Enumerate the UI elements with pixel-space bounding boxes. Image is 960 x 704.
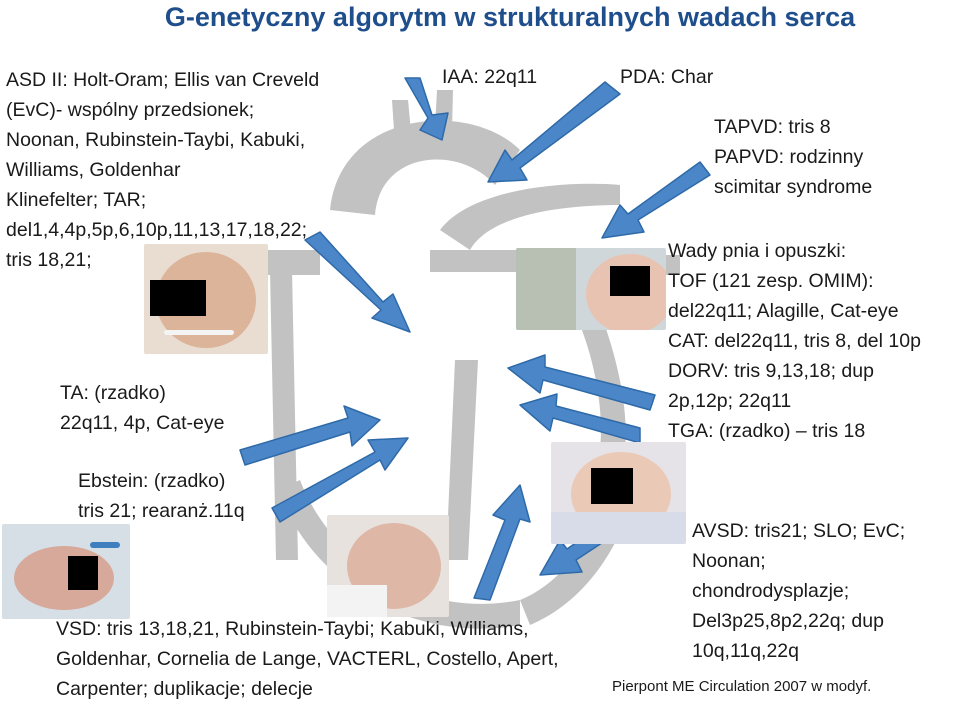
- label-pda: PDA: Char: [620, 66, 714, 88]
- arrow-ebstein: [271, 437, 409, 523]
- infant-photo-5: [327, 515, 449, 617]
- infant-photo-4: [2, 524, 130, 619]
- face-censor-box: [68, 556, 98, 590]
- arrow-iaa: [404, 77, 449, 141]
- arrow-tapvd: [601, 161, 711, 239]
- infant-photo-2: [516, 248, 666, 330]
- page-title: G-enetyczny algorytm w strukturalnych wa…: [164, 2, 856, 32]
- infant-photo-1: [144, 244, 268, 354]
- label-iaa: IAA: 22q11: [442, 66, 538, 88]
- label-ebstein: Ebstein: (rzadko) tris 21; rearanż.11q: [78, 470, 245, 522]
- label-conotruncal: Wady pnia i opuszki: TOF (121 zesp. OMIM…: [668, 240, 921, 442]
- label-avsd: AVSD: tris21; SLO; EvC; Noonan; chondrod…: [692, 520, 906, 662]
- label-asd: ASD II: Holt-Oram; Ellis van Creveld (Ev…: [6, 69, 320, 271]
- arrow-vsd: [473, 484, 531, 601]
- arrow-asd: [304, 231, 411, 333]
- citation: Pierpont ME Circulation 2007 w modyf.: [612, 678, 872, 695]
- label-tapvd: TAPVD: tris 8 PAPVD: rodzinny scimitar s…: [714, 116, 873, 198]
- label-ta: TA: (rzadko) 22q11, 4p, Cat-eye: [60, 382, 225, 434]
- arrow-conotruncal-2: [519, 393, 641, 444]
- arrow-conotruncal-1: [507, 354, 656, 411]
- arrow-pda: [487, 81, 621, 183]
- face-censor-box: [591, 468, 633, 504]
- arrow-ta: [239, 405, 381, 466]
- infant-photo-3: [551, 442, 686, 544]
- face-censor-box: [150, 280, 206, 316]
- face-censor-box: [610, 266, 650, 296]
- label-vsd: VSD: tris 13,18,21, Rubinstein-Taybi; Ka…: [56, 618, 559, 700]
